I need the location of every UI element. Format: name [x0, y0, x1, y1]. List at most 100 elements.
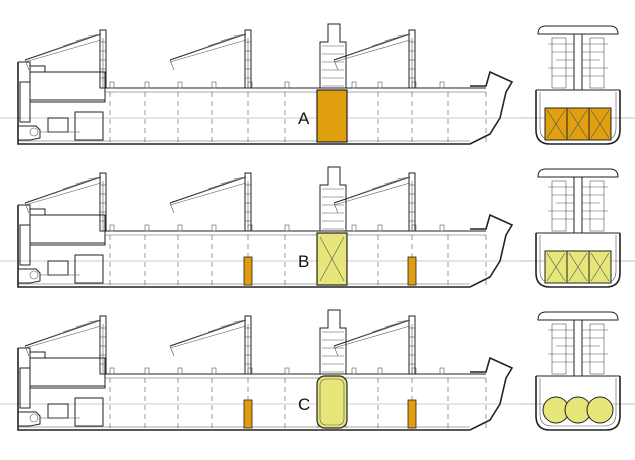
section-hull [535, 376, 621, 431]
crane-hook [333, 345, 339, 357]
section-wing [551, 180, 567, 232]
engine-casing [19, 81, 31, 123]
section-column [573, 33, 583, 91]
crane-hook [169, 202, 175, 214]
engine-casing [19, 224, 31, 266]
small-tank-aft [243, 256, 253, 286]
section-wing [589, 37, 605, 89]
hatch-coaming [439, 81, 445, 89]
section-hull [535, 233, 621, 288]
machinery [47, 117, 69, 133]
funnel-tower [319, 309, 347, 374]
hatch-coaming [144, 224, 150, 232]
variant-label: C [298, 395, 310, 414]
crane-rigging [182, 176, 247, 200]
variant-label: B [298, 252, 309, 271]
section-inner-hull [539, 378, 617, 427]
machinery [47, 403, 69, 419]
ship-profile-b: B [0, 166, 635, 288]
propeller-shaft [29, 413, 39, 423]
hatch-coaming [109, 367, 115, 375]
crane-jib-lower [333, 39, 411, 63]
crane-jib-lower [24, 182, 102, 206]
hatch-coaming [177, 367, 183, 375]
tank-brace [546, 252, 566, 282]
engine-casing [19, 367, 31, 409]
ship-section-b [520, 168, 635, 288]
variant-label: A [298, 109, 310, 128]
section-cap [537, 25, 619, 35]
section-wing [589, 323, 605, 375]
hatch-coaming [211, 81, 217, 89]
tank-brace [319, 236, 345, 282]
crane-jib-lower [333, 325, 411, 349]
hatch-coaming [177, 81, 183, 89]
section-wing [589, 180, 605, 232]
section-wing [551, 323, 567, 375]
tank-brace [568, 252, 588, 282]
section-column [573, 319, 583, 377]
deckhouse [18, 61, 46, 73]
tank-icon [316, 375, 348, 429]
hull-outline [17, 348, 514, 431]
section-hull [535, 90, 621, 145]
crane-hook [24, 202, 30, 214]
crane-rigging [346, 33, 411, 57]
small-tank-aft [243, 399, 253, 429]
deckhouse [18, 347, 46, 359]
funnel-tower [319, 23, 347, 88]
tank-icon [316, 89, 348, 143]
hatch-coaming [439, 367, 445, 375]
accommodation-deck [29, 385, 106, 389]
machinery [47, 260, 69, 276]
hatch-coaming [439, 224, 445, 232]
propeller-shaft [29, 127, 39, 137]
crane-jib-lower [169, 39, 247, 63]
hatch-coaming [351, 81, 357, 89]
engine-room [74, 254, 104, 284]
tank-brace [568, 109, 588, 139]
hatch-coaming [144, 81, 150, 89]
hatch-coaming [284, 81, 290, 89]
hatch-coaming [144, 367, 150, 375]
propeller-shaft [29, 270, 39, 280]
hatch-coaming [211, 367, 217, 375]
small-tank-fwd [407, 256, 417, 286]
crane-jib-lower [169, 325, 247, 349]
stern-gear [18, 125, 41, 141]
section-wing [551, 37, 567, 89]
funnel-tower [319, 166, 347, 231]
crane-jib-lower [333, 182, 411, 206]
crane-hook [24, 345, 30, 357]
tank-brace [590, 252, 610, 282]
crane-jib-lower [169, 182, 247, 206]
stern-gear [18, 411, 41, 427]
hatch-coaming [377, 81, 383, 89]
accommodation-deck [29, 99, 106, 103]
crane-hook [169, 345, 175, 357]
section-cap [537, 311, 619, 321]
crane-hook [333, 59, 339, 71]
engine-room [74, 397, 104, 427]
section-column [573, 176, 583, 234]
engine-room [74, 111, 104, 141]
crane-rigging [346, 176, 411, 200]
crane-rigging [37, 176, 102, 200]
crane-hook [333, 202, 339, 214]
hatch-coaming [177, 224, 183, 232]
tank-inner [319, 378, 345, 426]
hatch-coaming [377, 224, 383, 232]
accommodation-deck [29, 242, 106, 246]
crane-jib-lower [24, 39, 102, 63]
ship-section-a [520, 25, 635, 145]
stern-gear [18, 268, 41, 284]
accommodation-block [29, 214, 106, 246]
crane-jib-lower [24, 325, 102, 349]
hull-outline [17, 205, 514, 288]
hatch-coaming [377, 367, 383, 375]
crane-rigging [37, 33, 102, 57]
hatch-coaming [109, 81, 115, 89]
accommodation-block [29, 357, 106, 389]
